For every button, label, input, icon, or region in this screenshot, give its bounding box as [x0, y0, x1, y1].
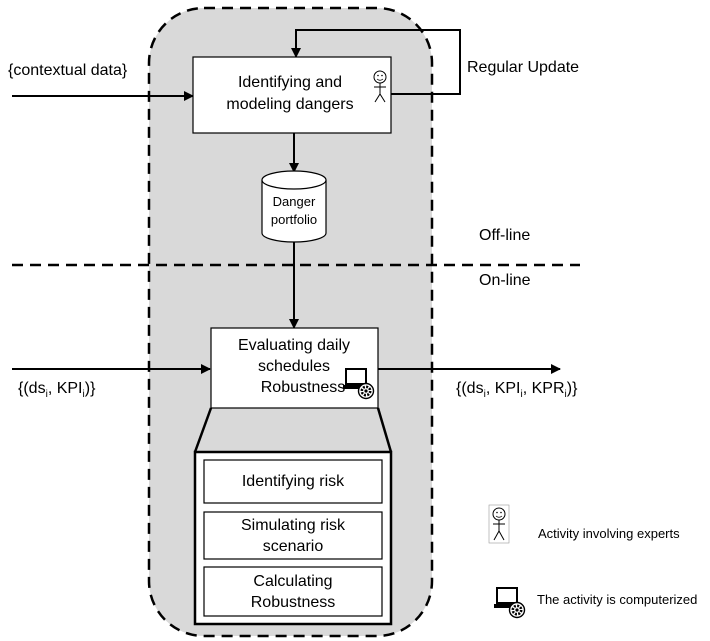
ds-kpi-in-sub1: i: [45, 389, 48, 401]
identify-dangers-text: Identifying and modeling dangers: [215, 72, 365, 116]
calculating-line2: Robustness: [250, 594, 336, 611]
ds-kpi-out-sub2: i: [520, 389, 523, 401]
ds-kpi-in-mid: , KPI: [47, 380, 83, 397]
ds-kpi-out-open: {(ds: [456, 380, 484, 397]
zoom-line-right: [376, 407, 393, 453]
legend-expert-icon: [488, 504, 510, 544]
ds-kpi-in-sub2: i: [82, 389, 85, 401]
identify-dangers-line2: modeling dangers: [226, 96, 354, 113]
danger-portfolio-database: [261, 170, 327, 243]
on-line-label: On-line: [479, 272, 531, 289]
ds-kpi-in-open: {(ds: [18, 380, 46, 397]
simulating-risk-box: [203, 511, 383, 560]
expert-icon: [373, 70, 387, 103]
computer-icon: [343, 368, 375, 400]
identifying-risk-box: [203, 459, 383, 504]
identify-dangers-box: [192, 56, 392, 134]
ds-kpi-in-close: )}: [84, 380, 96, 397]
calculating-robustness-box: [203, 566, 383, 617]
zoom-line-left: [193, 407, 213, 453]
evaluate-schedules-text: Evaluating daily schedules Robustness: [218, 335, 370, 398]
evaluate-line1: Evaluating daily: [237, 337, 351, 354]
regular-update-loop: [291, 29, 461, 95]
ds-kpi-out-mid2: , KPR: [522, 380, 565, 397]
identify-dangers-line1: Identifying and: [237, 74, 343, 91]
simulating-line2: scenario: [262, 538, 324, 555]
evaluate-line2: schedules: [257, 358, 331, 375]
calculating-line1: Calculating: [253, 573, 333, 590]
regular-update-label: Regular Update: [467, 59, 580, 76]
simulating-line1: Simulating risk: [240, 517, 346, 534]
danger-portfolio-line1: Danger: [272, 194, 316, 209]
danger-portfolio-line2: portfolio: [270, 212, 318, 227]
ds-kpi-out-sub3: i: [564, 389, 567, 401]
ds-kpi-out-sub1: i: [483, 389, 486, 401]
legend-computerized-text: The activity is computerized: [537, 592, 698, 607]
ds-kpi-out-mid1: , KPI: [485, 380, 521, 397]
legend-computer-icon: [494, 587, 526, 619]
simulating-risk-text: Simulating risk scenario: [204, 515, 382, 557]
off-line-label: Off-line: [479, 227, 531, 244]
calculating-robustness-text: Calculating Robustness: [204, 571, 382, 613]
legend-expert-text: Activity involving experts: [538, 526, 680, 541]
evaluate-line3: Robustness: [260, 379, 346, 396]
ds-kpi-out-close: )}: [566, 380, 578, 397]
ds-kpi-kpr-output-label: {(dsi, KPIi, KPRi)}: [456, 380, 577, 400]
danger-portfolio-text: Danger portfolio: [262, 193, 326, 229]
ds-kpi-input-label: {(dsi, KPIi)}: [18, 380, 95, 400]
contextual-data-label: {contextual data}: [8, 62, 128, 79]
identifying-risk-text: Identifying risk: [241, 473, 345, 490]
